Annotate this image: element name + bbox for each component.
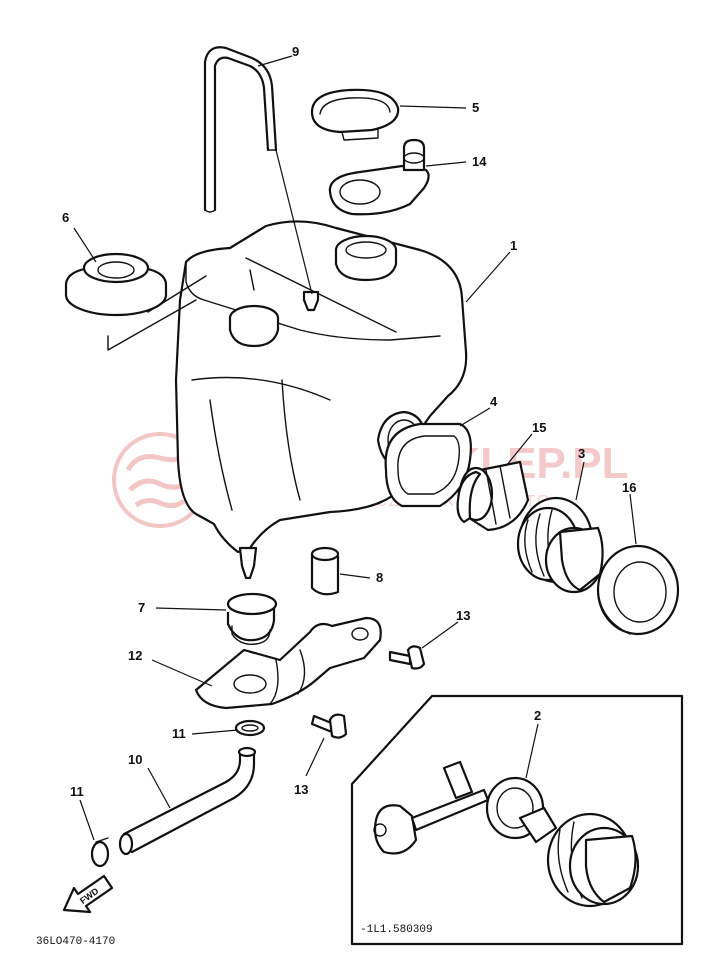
leader-lines — [73, 55, 637, 841]
callout-12: 12 — [128, 648, 142, 663]
part-seal-ring — [596, 544, 680, 636]
part-cap-strap — [328, 138, 430, 216]
callout-3: 3 — [578, 446, 585, 461]
part-grommet-large — [64, 252, 168, 317]
part-bolt-upper — [388, 645, 426, 670]
part-oil-level-switch — [373, 760, 640, 908]
part-clamp-lower — [90, 837, 110, 868]
part-grommet-small — [226, 592, 278, 645]
part-oil-hose — [118, 746, 257, 856]
part-gasket — [384, 422, 472, 508]
callout-7: 7 — [138, 600, 145, 615]
callout-14: 14 — [472, 154, 487, 169]
part-bracket — [194, 616, 382, 710]
callout-13-lower: 13 — [294, 782, 308, 797]
callout-4: 4 — [490, 394, 498, 409]
inset-box: -1L1.580309 — [350, 694, 684, 946]
part-breather-hose — [203, 46, 278, 213]
callout-16: 16 — [622, 480, 636, 495]
callout-8: 8 — [376, 570, 383, 585]
callout-11-upper: 11 — [172, 726, 186, 741]
callout-labels: 9 5 14 6 1 4 15 3 16 8 7 13 12 2 11 10 1… — [62, 44, 636, 799]
part-tank-cap — [310, 88, 400, 141]
part-drain-plug — [516, 496, 604, 594]
callout-15: 15 — [532, 420, 546, 435]
part-clamp-upper — [234, 719, 266, 737]
callout-11-lower: 11 — [70, 784, 84, 799]
callout-1: 1 — [510, 238, 517, 253]
callout-6: 6 — [62, 210, 69, 225]
part-bolt-lower — [310, 713, 348, 739]
callout-5: 5 — [472, 100, 479, 115]
fwd-arrow-icon: FWD — [62, 874, 114, 914]
inset-serial: -1L1.580309 — [360, 924, 433, 936]
callout-9: 9 — [292, 44, 299, 59]
callout-13-upper: 13 — [456, 608, 470, 623]
part-strainer — [456, 460, 530, 532]
callout-2: 2 — [534, 708, 541, 723]
part-collar — [310, 546, 340, 596]
drawing-code: 36LO470-4170 — [36, 936, 115, 948]
callout-10: 10 — [128, 752, 142, 767]
